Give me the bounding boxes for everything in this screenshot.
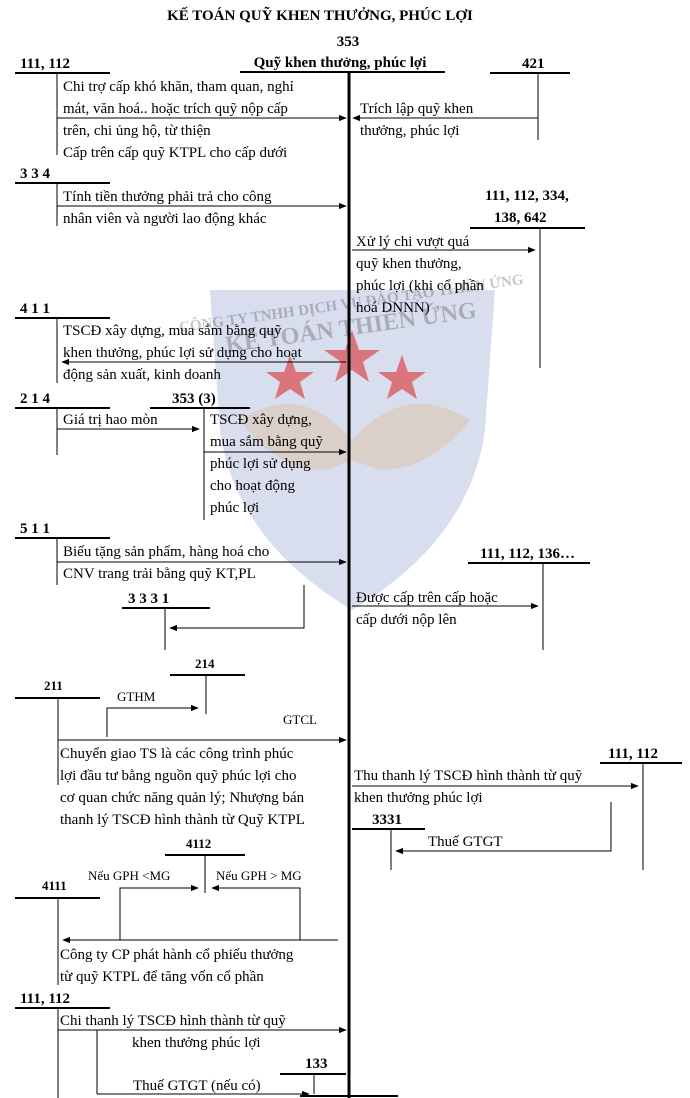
account-label: 353 (3): [172, 391, 216, 407]
entry-text: Nếu GPH <MG: [88, 868, 170, 883]
account-label: 4111: [42, 878, 67, 893]
entry-text: hoá DNNN): [356, 300, 430, 316]
arrow: [106, 704, 199, 737]
entry-text: Chuyển giao TS là các công trình phúc: [60, 746, 294, 762]
entry-disposal-proceeds: 111, 112 Thu thanh lý TSCĐ hình thành từ…: [352, 746, 682, 870]
entry-text: thanh lý TSCĐ hình thành từ Quỹ KTPL: [60, 812, 305, 828]
entry-text: GTHM: [117, 689, 156, 704]
entry-bonus-shares: 4112 Nếu GPH <MG Nếu GPH > MG 4111 Công …: [15, 836, 338, 985]
account-label: 214: [195, 656, 215, 671]
watermark-wings-shape: [240, 404, 470, 470]
entry-transfer: 214 211 GTHM GTCL Chuyển giao TS là các …: [15, 656, 347, 828]
entry-text: mát, văn hoá.. hoặc trích quỹ nộp cấp: [63, 101, 288, 117]
entry-text: Nếu GPH > MG: [216, 868, 302, 883]
entry-overspend: 111, 112, 334, 138, 642 Xử lý chi vượt q…: [352, 188, 585, 368]
account-label: 4112: [186, 836, 211, 851]
entry-text: cho hoạt động: [210, 478, 295, 494]
entry-text: TSCĐ xây dựng, mua sắm bằng quỹ: [63, 323, 282, 339]
entry-text: thưởng, phúc lợi: [360, 123, 459, 139]
entry-received: 111, 112, 136… Được cấp trên cấp hoặc cấ…: [352, 546, 590, 650]
account-label: 5 1 1: [20, 521, 50, 537]
entry-allowance: 111, 112 Chi trợ cấp khó khăn, tham quan…: [15, 56, 347, 161]
diagram-title: KẾ TOÁN QUỸ KHEN THƯỞNG, PHÚC LỢI: [167, 6, 473, 24]
entry-text: Biếu tặng sản phẩm, hàng hoá cho: [63, 544, 269, 560]
entry-text: Công ty CP phát hành cổ phiếu thưởng: [60, 947, 294, 963]
watermark-shield-shape: [210, 290, 495, 610]
entry-text: từ quỹ KTPL để tăng vốn cổ phần: [60, 969, 264, 985]
account-label: 3 3 4: [20, 166, 51, 182]
entry-text: lợi đầu tư bằng nguồn quỹ phúc lợi cho: [60, 768, 296, 784]
account-label: 4 1 1: [20, 301, 50, 317]
entry-text: Thu thanh lý TSCĐ hình thành từ quỹ: [354, 768, 583, 784]
entry-text: khen thưởng phúc lợi: [132, 1035, 261, 1051]
entry-text: Chi trợ cấp khó khăn, tham quan, nghỉ: [63, 79, 294, 95]
entry-text: Thuế GTGT: [428, 834, 503, 850]
account-label: 111, 112: [608, 746, 658, 762]
entry-text: Cấp trên cấp quỹ KTPL cho cấp dưới: [63, 145, 287, 161]
star-icon: [266, 355, 314, 399]
entry-text: Giá trị hao mòn: [63, 412, 158, 428]
entry-text: cơ quan chức năng quản lý; Nhượng bán: [60, 790, 305, 806]
entry-bonus-payable: 3 3 4 Tính tiền thưởng phải trả cho công…: [15, 166, 347, 227]
account-label: 111, 112: [20, 991, 70, 1007]
entry-text: mua sắm bằng quỹ: [210, 434, 323, 450]
entry-welfare-asset: 2 1 4 Giá trị hao mòn 353 (3) TSCĐ xây d…: [15, 391, 347, 520]
account-label: 3331: [372, 812, 402, 828]
entry-text: khen thưởng, phúc lợi sử dụng cho hoạt: [63, 345, 303, 361]
account-label: 421: [522, 56, 545, 72]
star-icon: [378, 355, 426, 399]
entry-text: phúc lợi: [210, 500, 259, 516]
arrow: [119, 884, 199, 940]
entry-text: TSCĐ xây dựng,: [210, 412, 312, 428]
entry-text: cấp dưới nộp lên: [356, 612, 457, 628]
entry-text: GTCL: [283, 712, 317, 727]
account-label: 111, 112, 334,: [485, 188, 569, 204]
entry-text: Xử lý chi vượt quá: [356, 234, 470, 250]
arrow: [169, 585, 305, 632]
account-label: 133: [305, 1056, 328, 1072]
entry-text: Trích lập quỹ khen: [360, 101, 474, 117]
entry-fixed-asset-business: 4 1 1 TSCĐ xây dựng, mua sắm bằng quỹ kh…: [15, 301, 346, 383]
entry-text: CNV trang trải bằng quỹ KT,PL: [63, 566, 256, 582]
arrow: [211, 884, 301, 940]
entry-text: phúc lợi (khi cổ phần: [356, 278, 484, 294]
entry-text: phúc lợi sử dụng: [210, 456, 311, 472]
arrow: [395, 802, 612, 855]
account-label: 211: [44, 678, 63, 693]
entry-text: trên, chi ủng hộ, từ thiện: [63, 123, 211, 139]
entry-text: động sản xuất, kinh doanh: [63, 367, 221, 383]
account-label: 138, 642: [494, 210, 547, 226]
account-label: 111, 112: [20, 56, 70, 72]
entry-gift: 5 1 1 Biếu tặng sản phẩm, hàng hoá cho C…: [15, 521, 347, 650]
central-account-number: 353: [337, 34, 360, 50]
central-account-name: Quỹ khen thưởng, phúc lợi: [254, 55, 427, 71]
entry-disposal-expense: 111, 112 Chi thanh lý TSCĐ hình thành từ…: [15, 991, 347, 1098]
account-label: 3 3 3 1: [128, 591, 169, 607]
entry-text: khen thưởng phúc lợi: [354, 790, 483, 806]
account-label: 111, 112, 136…: [480, 546, 575, 562]
star-icon: [324, 330, 380, 382]
entry-text: Chi thanh lý TSCĐ hình thành từ quỹ: [60, 1013, 286, 1029]
entry-text: Tính tiền thưởng phải trả cho công: [63, 189, 272, 205]
entry-text: nhân viên và người lao động khác: [63, 211, 267, 227]
entry-appropriation: 421 Trích lập quỹ khen thưởng, phúc lợi: [352, 56, 570, 140]
entry-text: quỹ khen thưởng,: [356, 256, 462, 272]
account-label: 2 1 4: [20, 391, 51, 407]
entry-text: Được cấp trên cấp hoặc: [356, 590, 498, 606]
entry-text: Thuế GTGT (nếu có): [133, 1078, 261, 1094]
